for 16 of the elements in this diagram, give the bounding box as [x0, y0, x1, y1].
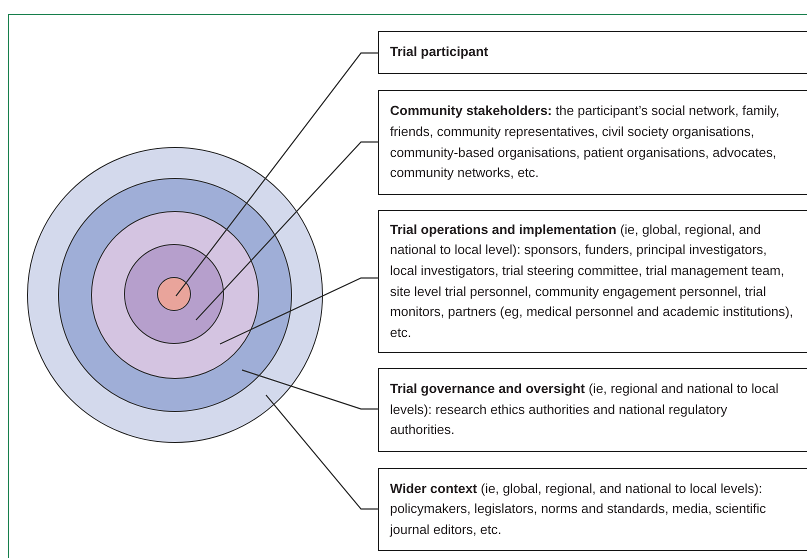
text-box: [378, 368, 807, 452]
description-text: Community stakeholders: the participant’s social network, family, friends, community representatives, civil society organisations, community-based organisations, patient organisations, advocates, community networks, etc.: [390, 102, 780, 182]
description-text: Trial governance and oversight (ie, regional and national to local levels): research ethics authorities and national regulatory authorities.: [390, 380, 780, 440]
description-text: Trial operations and implementation (ie, global, regional, and national to local level): sponsors, funders, principal investigators, local investigators, trial steering committee, trial management team, site level trial personnel, community engagement personnel, trial monitors, partners (eg, medical personnel and academic institutions), etc.: [390, 220, 794, 342]
description-text: Trial participant: [390, 43, 488, 62]
text-box: [378, 468, 807, 551]
description-text: Wider context (ie, global, regional, and national to local levels): policymakers, legislators, norms and standards, media, scientific journal editors, etc.: [390, 480, 767, 539]
center-circle: [157, 277, 192, 312]
leader-line: [220, 277, 378, 345]
text-box: [378, 31, 807, 74]
leader-line: [196, 141, 378, 320]
leader-line: [176, 52, 378, 296]
text-box: [378, 90, 807, 195]
leader-line: [242, 369, 378, 410]
leader-line: [266, 394, 378, 510]
text-box: [378, 210, 807, 353]
